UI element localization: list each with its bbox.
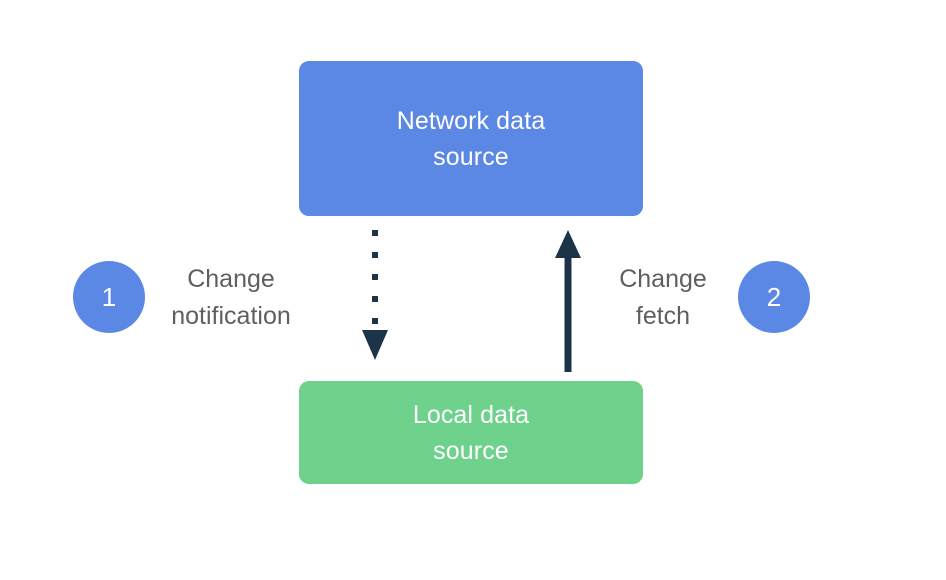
step-1-label: Change notification (171, 265, 291, 330)
node-network-data-source-label: Network data source (396, 106, 546, 171)
step-2-label: Change fetch (619, 265, 707, 330)
change-fetch-solid-arrow-icon (555, 230, 581, 372)
node-local-data-source-label: Local data source (412, 400, 530, 465)
step-2-number: 2 (766, 282, 782, 312)
node-local-data-source: Local data source (299, 381, 643, 484)
change-notification-dotted-arrow-icon (362, 230, 388, 360)
step-1-badge: 1 (73, 261, 145, 333)
step-2-badge: 2 (738, 261, 810, 333)
step-1-number: 1 (101, 282, 117, 312)
node-network-data-source: Network data source (299, 61, 643, 216)
